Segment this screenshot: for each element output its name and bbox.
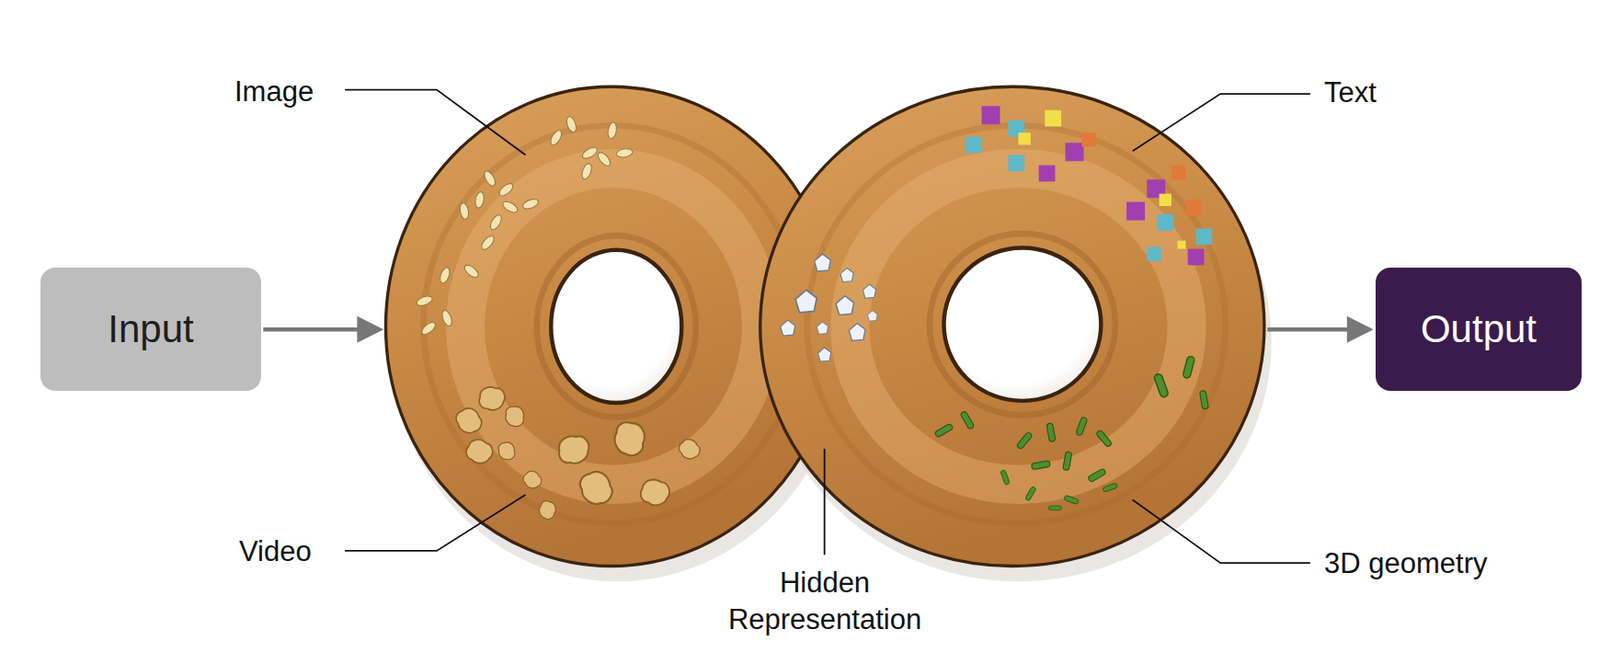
modality-label: Image [234, 73, 314, 111]
node-label: Input [107, 308, 194, 351]
node-label: Output [1420, 308, 1537, 351]
modality-label: Video [239, 533, 312, 571]
modality-label: Text [1324, 74, 1377, 112]
input-box: Input [40, 267, 262, 391]
output-box: Output [1375, 267, 1582, 391]
hidden-label: Hidden Representation [709, 564, 940, 640]
modality-label: 3D geometry [1324, 545, 1487, 583]
